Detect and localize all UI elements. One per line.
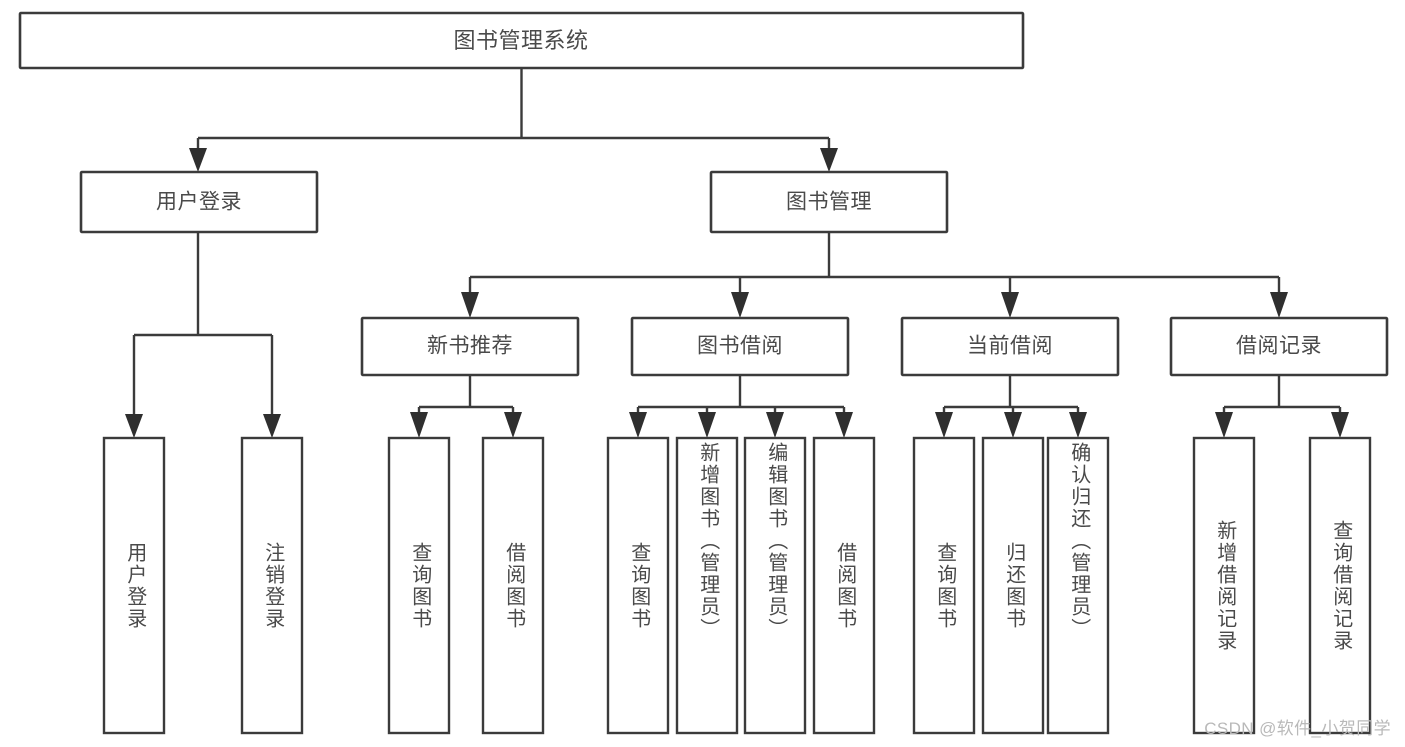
node-new-book-rec[interactable]: 新书推荐: [360, 316, 580, 377]
connector-root-to-level2: [189, 68, 838, 172]
leaf-box[interactable]: [1192, 436, 1256, 735]
leaf-box[interactable]: [1046, 436, 1110, 735]
node-book-manage-label: 图书管理: [786, 191, 872, 214]
leaf-boxes-borrow-record: [1192, 436, 1372, 735]
leaf-box[interactable]: [102, 436, 166, 735]
node-book-borrow[interactable]: 图书借阅: [630, 316, 850, 377]
leaf-box[interactable]: [240, 436, 304, 735]
connector-bookborrow-to-leaves: [629, 375, 853, 438]
node-user-login-label: 用户登录: [156, 191, 242, 214]
connector-currentborrow-to-leaves: [935, 375, 1087, 438]
leaf-box[interactable]: [606, 436, 670, 735]
node-current-borrow[interactable]: 当前借阅: [900, 316, 1120, 377]
leaf-box[interactable]: [1308, 436, 1372, 735]
leaf-box[interactable]: [981, 436, 1045, 735]
connector-bookmanage-to-level3: [461, 232, 1288, 318]
node-root-label: 图书管理系统: [453, 28, 588, 53]
leaf-box[interactable]: [812, 436, 876, 735]
leaf-boxes-new-book-rec: [387, 436, 545, 735]
connector-newbook-to-leaves: [410, 375, 522, 438]
connector-userlogin-to-leaves: [125, 232, 281, 438]
leaf-boxes-book-borrow: [606, 436, 876, 735]
node-current-borrow-label: 当前借阅: [967, 335, 1053, 358]
node-book-borrow-label: 图书借阅: [697, 335, 783, 358]
leaf-box[interactable]: [912, 436, 976, 735]
node-new-book-rec-label: 新书推荐: [427, 335, 513, 358]
node-borrow-record[interactable]: 借阅记录: [1169, 316, 1389, 377]
node-user-login[interactable]: 用户登录: [79, 170, 319, 234]
leaf-boxes-user-login: [102, 436, 304, 735]
leaf-box[interactable]: [675, 436, 739, 735]
leaf-boxes-current-borrow: [912, 436, 1110, 735]
connector-borrowrecord-to-leaves: [1215, 375, 1349, 438]
node-book-manage[interactable]: 图书管理: [709, 170, 949, 234]
leaf-box[interactable]: [481, 436, 545, 735]
node-borrow-record-label: 借阅记录: [1236, 335, 1322, 358]
watermark: CSDN @软件_小贺同学: [1204, 719, 1391, 738]
leaf-box[interactable]: [387, 436, 451, 735]
leaf-box[interactable]: [743, 436, 807, 735]
node-root[interactable]: 图书管理系统: [18, 11, 1025, 70]
